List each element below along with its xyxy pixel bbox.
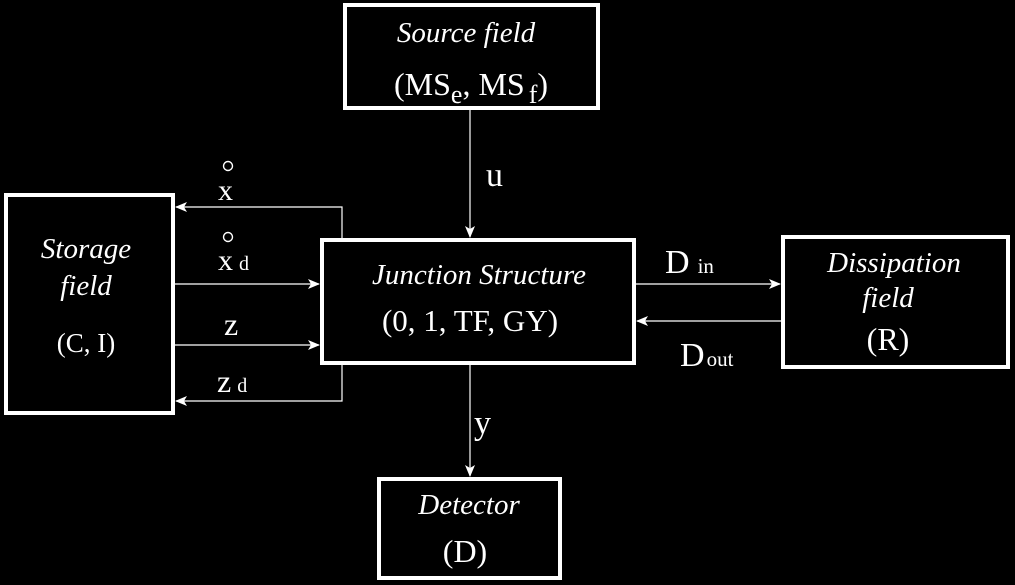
signal-z-d-subscript: d	[237, 375, 247, 397]
arrow-junction-to-storage-z-d	[175, 365, 343, 406]
signal-d-out-subscript: out	[707, 347, 734, 371]
junction-structure-content: (0, 1, TF, GY)	[382, 303, 558, 338]
dissipation-field-content: (R)	[867, 321, 910, 357]
storage-field-title-line2: field	[60, 270, 112, 302]
storage-field-title-line1: Storage	[41, 233, 131, 265]
dissipation-field-box	[781, 235, 1010, 369]
signal-x-dot-marker	[222, 160, 234, 172]
storage-field-box	[4, 193, 175, 415]
signal-d-in-subscript: in	[698, 254, 715, 278]
dissipation-field-title-line1: Dissipation	[826, 247, 961, 279]
junction-structure-block: Junction Structure (0, 1, TF, GY)	[320, 238, 636, 365]
source-field-title: Source field	[397, 17, 536, 49]
detector-box	[377, 477, 562, 580]
signal-d-out-label: Dout	[680, 337, 734, 374]
detector-content: (D)	[443, 533, 487, 569]
source-sub-f: f	[529, 80, 538, 109]
detector-title: Detector	[417, 489, 520, 521]
signal-x-dot-label: x	[218, 174, 233, 207]
arrow-junction-to-storage-x-dot	[175, 202, 343, 238]
signal-x-dot-d-marker	[222, 231, 234, 243]
source-field-box	[343, 3, 600, 110]
storage-field-content: (C, I)	[57, 328, 115, 358]
junction-structure-title: Junction Structure	[372, 259, 586, 291]
signal-x-dot-d-subscript: d	[239, 253, 249, 275]
signal-y-label: y	[474, 405, 491, 442]
dissipation-field-block: Dissipation field (R)	[781, 235, 1010, 369]
signal-z-label: z	[224, 306, 238, 342]
detector-block: Detector (D)	[377, 477, 562, 580]
storage-field-block: Storage field (C, I)	[4, 193, 175, 415]
dissipation-field-title-line2: field	[862, 282, 914, 314]
signal-u-label: u	[486, 157, 503, 194]
source-sub-e: e	[451, 80, 463, 109]
junction-structure-box	[320, 238, 636, 365]
